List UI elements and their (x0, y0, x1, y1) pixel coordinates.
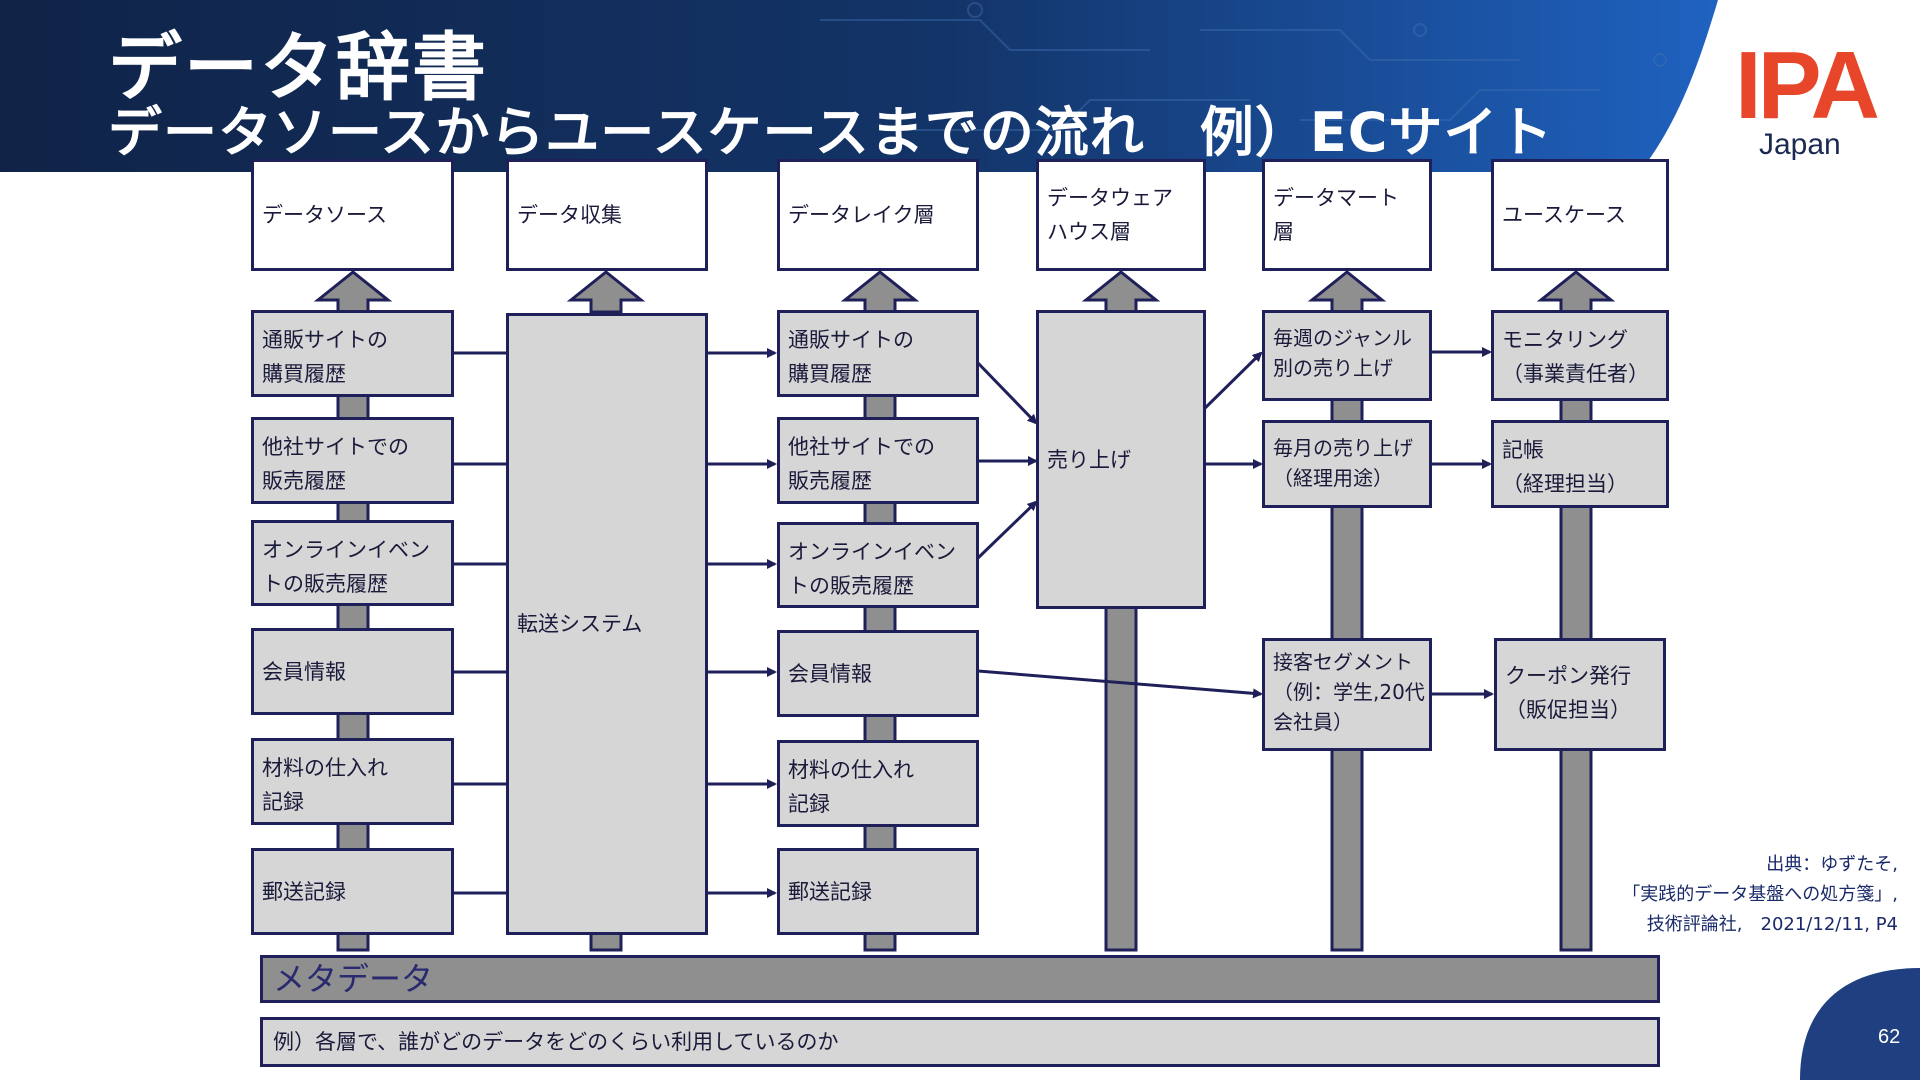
logo-sub: Japan (1759, 128, 1841, 161)
page-corner-shape (1800, 968, 1920, 1080)
pillar-lake (863, 298, 897, 952)
header-data-collection: データ収集 (506, 159, 708, 271)
usecase-item: クーポン発行 （販促担当） (1494, 638, 1666, 751)
lake-item: 材料の仕入れ 記録 (777, 740, 979, 827)
header-band (0, 0, 1718, 172)
source-citation: 出典：ゆずたそ, 「実践的データ基盤への処方箋」, 技術評論社, 2021/12… (1622, 854, 1898, 935)
up-arrow-lake (840, 270, 920, 314)
flow-line (976, 361, 1038, 425)
source-item: 郵送記録 (251, 848, 454, 935)
flow-line (1198, 351, 1263, 415)
header-data-lake: データレイク層 (777, 159, 979, 271)
flow-line (977, 669, 1263, 699)
usecase-item: 記帳 （経理担当） (1491, 420, 1669, 508)
up-arrow-source (313, 270, 393, 314)
header-data-mart: データマート 層 (1262, 159, 1432, 271)
logo-mark: IPA (1735, 32, 1880, 139)
source-item: 会員情報 (251, 628, 454, 715)
ipa-logo: IPA Japan (1735, 38, 1885, 162)
lake-item: 他社サイトでの 販売履歴 (777, 417, 979, 504)
pillar-usecase (1559, 298, 1593, 952)
up-arrow-mart (1307, 270, 1387, 314)
page-title: データ辞書 (108, 25, 488, 111)
up-arrow-usecase (1536, 270, 1616, 314)
header-data-warehouse: データウェア ハウス層 (1036, 159, 1206, 271)
up-arrow-collection (566, 270, 646, 314)
source-item: オンラインイベン トの販売履歴 (251, 520, 454, 606)
page-number-badge: 62 (1800, 960, 1920, 1080)
transfer-system: 転送システム (506, 313, 708, 935)
lake-item: 会員情報 (777, 630, 979, 717)
header-use-case: ユースケース (1491, 159, 1669, 271)
source-item: 通販サイトの 購買履歴 (251, 310, 454, 397)
warehouse-sales: 売り上げ (1036, 310, 1206, 609)
mart-item: 毎月の売り上げ （経理用途） (1262, 420, 1432, 508)
source-item: 他社サイトでの 販売履歴 (251, 417, 454, 504)
metadata-example: 例）各層で、誰がどのデータをどのくらい利用しているのか (260, 1017, 1660, 1067)
source-item: 材料の仕入れ 記録 (251, 738, 454, 825)
up-arrow-warehouse (1081, 270, 1161, 314)
metadata-band: メタデータ (260, 955, 1660, 1003)
usecase-item: モニタリング （事業責任者） (1491, 310, 1669, 401)
lake-item: 通販サイトの 購買履歴 (777, 310, 979, 397)
pillar-mart (1330, 298, 1364, 952)
lake-item: オンラインイベン トの販売履歴 (777, 522, 979, 608)
flow-line (976, 500, 1038, 560)
mart-item: 毎週のジャンル 別の売り上げ (1262, 310, 1432, 401)
mart-item: 接客セグメント （例：学生,20代 会社員） (1262, 638, 1432, 751)
pillar-source (336, 298, 370, 952)
page-number: 62 (1878, 1026, 1901, 1048)
lake-item: 郵送記録 (777, 848, 979, 935)
page-subtitle: データソースからユースケースまでの流れ 例）ECサイト (108, 101, 1554, 164)
header-data-source: データソース (251, 159, 454, 271)
